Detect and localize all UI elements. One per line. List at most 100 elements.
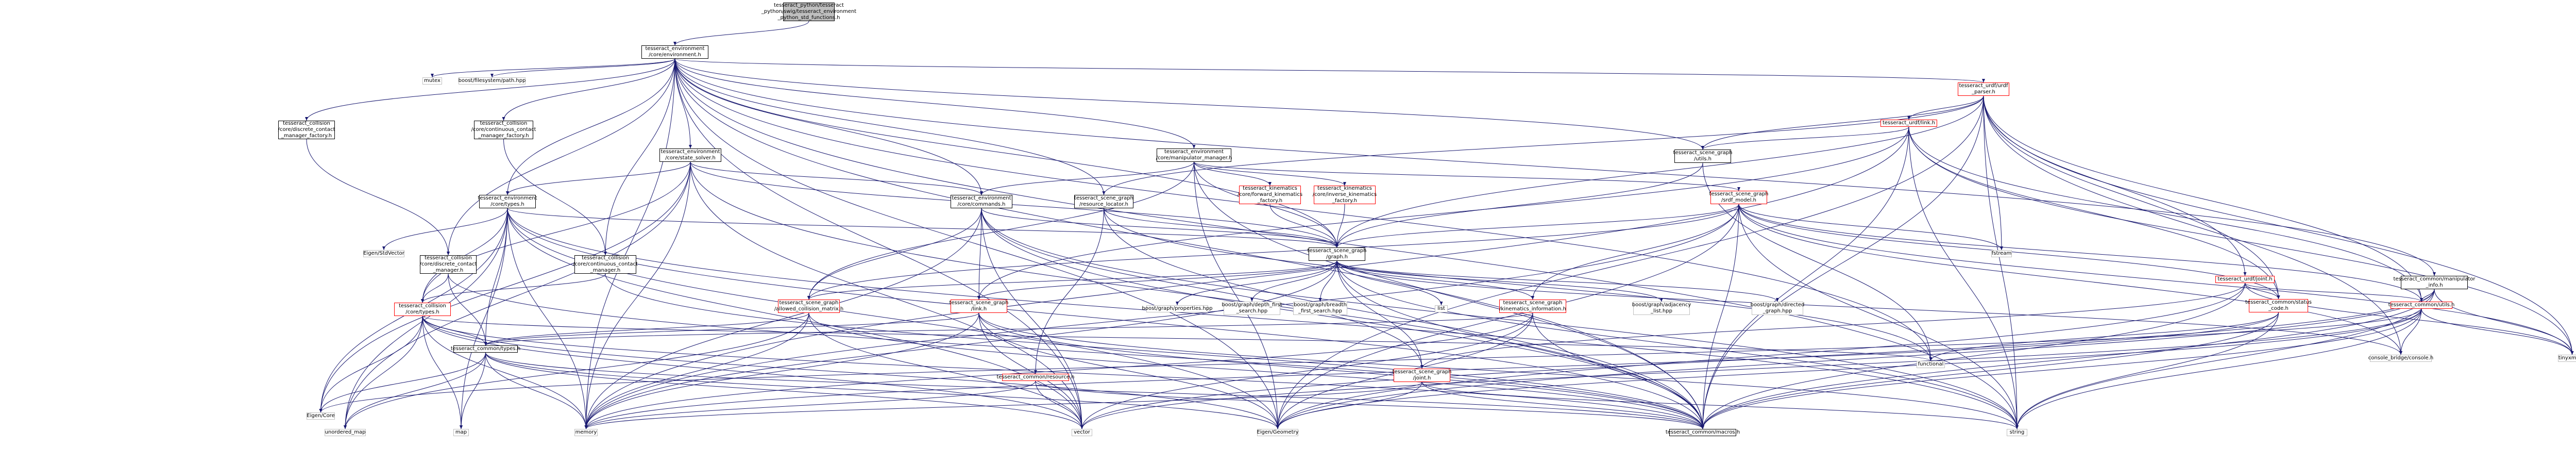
node-label-line: tesseract_environment xyxy=(952,195,1011,201)
edge-common_manip-to-eigen_geom xyxy=(1276,289,2435,429)
edge-disc_mgr-to-common_types xyxy=(448,273,487,346)
node-label-line: /core/environment.h xyxy=(649,52,701,58)
graph-node-adj_list: boost/graph/adjacency_list.hpp xyxy=(1632,302,1691,315)
edge-state_solver-to-env_commands xyxy=(690,161,983,195)
graph-node-sg_utils[interactable]: tesseract_scene_graph/utils.h xyxy=(1673,150,1732,163)
edge-common_types-to-eigen_core xyxy=(319,352,486,413)
node-label-line: _factory.h xyxy=(1332,198,1358,204)
edge-manip_mgr-to-inv_kin xyxy=(1194,161,1346,186)
edge-env-to-env_commands xyxy=(674,58,983,195)
node-label-line: _manager.h xyxy=(590,268,621,273)
graph-node-fwd_kin[interactable]: tesseract_kinematics/core/forward_kinema… xyxy=(1237,186,1303,204)
edge-sg_graph-to-bfs_search xyxy=(1318,260,1337,302)
graph-node-common_types[interactable]: tesseract_common/types.h xyxy=(451,345,520,353)
graph-node-common_manip[interactable]: tesseract_common/manipulator_info.h xyxy=(2394,276,2475,289)
edge-manip_mgr-to-fwd_kin xyxy=(1194,161,1272,186)
graph-node-manip_mgr[interactable]: tesseract_environment/core/manipulator_m… xyxy=(1156,148,1232,162)
graph-node-urdf_joint[interactable]: tesseract_urdf/joint.h xyxy=(2215,276,2275,283)
edge-inv_kin-to-sg_graph xyxy=(1335,204,1345,248)
graph-node-allowed_coll[interactable]: tesseract_scene_graph/allowed_collision_… xyxy=(774,300,843,313)
edge-sg_utils-to-sg_graph xyxy=(1335,162,1703,248)
edge-urdf_link-to-status xyxy=(1908,126,2280,300)
edge-sg_graph-to-memory xyxy=(584,260,1337,429)
edge-urdf_joint-to-macros xyxy=(1701,283,2245,429)
edge-urdf_link-to-tinyxml xyxy=(1908,126,2574,355)
graph-node-env[interactable]: tesseract_environment/core/environment.h xyxy=(641,45,708,59)
graph-node-resource[interactable]: tesseract_common/resource.h xyxy=(997,374,1075,381)
node-label-line: _manager.h xyxy=(433,268,464,273)
node-label-line: vector xyxy=(1074,429,1090,435)
edge-env-to-bfs xyxy=(490,58,675,78)
edge-srdf-to-console xyxy=(1738,204,2402,355)
node-label-line: console_bridge/console.h xyxy=(2368,355,2434,361)
edge-sg_graph-to-props xyxy=(1176,260,1337,306)
edge-coll_types-to-map xyxy=(422,316,463,429)
edge-env_types-to-unordered_map xyxy=(344,208,508,429)
edge-env_commands-to-vector xyxy=(981,208,1083,429)
edge-sg_graph-to-list xyxy=(1336,260,1443,306)
graph-node-status[interactable]: tesseract_common/status_code.h xyxy=(2245,299,2312,312)
edge-sg_link-to-string xyxy=(978,312,2019,429)
graph-node-urdf_parser[interactable]: tesseract_urdf/urdf_parser.h xyxy=(1958,82,2009,96)
edge-env_types-to-memory xyxy=(507,208,588,429)
edge-srdf-to-kin_info xyxy=(1531,204,1739,300)
edge-urdf_joint-to-common_utils xyxy=(2245,283,2423,302)
edge-common_utils-to-macros xyxy=(1701,308,2422,429)
edge-sg_link-to-vector xyxy=(978,312,1083,429)
graph-node-sg_link[interactable]: tesseract_scene_graph/link.h xyxy=(950,300,1008,313)
edge-env_commands-to-macros xyxy=(981,208,1704,429)
edge-env_types-to-eigen_geom xyxy=(507,208,1279,429)
graph-node-kin_info[interactable]: tesseract_scene_graph/kinematics_informa… xyxy=(1499,300,1566,313)
node-label-line: tesseract_environment xyxy=(660,149,720,155)
edge-sg_link-to-common_types xyxy=(484,312,979,346)
edge-root-to-env xyxy=(673,21,809,46)
graph-node-macros[interactable]: tesseract_common/macros.h xyxy=(1666,429,1740,436)
node-label-line: tesseract_urdf/urdf xyxy=(1959,83,2008,89)
graph-node-coll_types[interactable]: tesseract_collision/core/types.h xyxy=(394,303,451,316)
graph-node-env_commands[interactable]: tesseract_environment/core/commands.h xyxy=(951,195,1012,208)
edge-fwd_kin-to-sg_graph xyxy=(1269,204,1338,248)
graph-node-sg_graph[interactable]: tesseract_scene_graph/graph.h xyxy=(1308,247,1366,261)
graph-node-srdf[interactable]: tesseract_scene_graph/srdf_model.h xyxy=(1709,191,1769,204)
edge-status-to-string xyxy=(2015,312,2279,429)
edge-status-to-macros xyxy=(1701,312,2279,429)
graph-node-root[interactable]: tesseract_python/tesseract_python/swig/t… xyxy=(761,3,856,21)
node-label-line: tesseract_collision xyxy=(480,121,528,126)
edge-srdf-to-allowed_coll xyxy=(807,204,1739,300)
graph-node-env_types[interactable]: tesseract_environment/core/types.h xyxy=(478,195,537,208)
graph-node-bfs: boost/filesystem/path.hpp xyxy=(459,77,526,85)
edge-srdf-to-sg_graph xyxy=(1335,204,1739,248)
node-label-line: tesseract_common/status xyxy=(2245,300,2312,305)
graph-node-res_loc[interactable]: tesseract_scene_graph/resource_locator.h xyxy=(1074,195,1133,208)
edge-sg_graph-to-directed xyxy=(1336,260,1779,302)
node-label-line: /core/discrete_contact xyxy=(278,127,335,132)
edge-urdf_parser-to-status xyxy=(1983,95,2280,300)
edge-manip_mgr-to-eigen_geom xyxy=(1194,161,1279,429)
graph-node-urdf_link[interactable]: tesseract_urdf/link.h xyxy=(1880,120,1937,127)
graph-node-state_solver[interactable]: tesseract_environment/core/state_solver.… xyxy=(659,148,721,162)
graph-node-disc_fac[interactable]: tesseract_collision/core/discrete_contac… xyxy=(278,121,335,139)
graph-node-cont_fac[interactable]: tesseract_collision/core/continuous_cont… xyxy=(471,121,536,139)
edge-urdf_link-to-memory xyxy=(584,126,1909,429)
graph-node-dfs: boost/graph/depth_first_search.hpp xyxy=(1222,302,1282,315)
edge-env_types-to-vector xyxy=(507,208,1083,429)
edge-urdf_link-to-string xyxy=(1908,126,2019,429)
graph-node-cont_mgr[interactable]: tesseract_collision/core/continuous_cont… xyxy=(573,255,638,274)
node-label-line: /core/forward_kinematics xyxy=(1237,192,1303,197)
node-label-line: tesseract_scene_graph xyxy=(1709,191,1769,197)
edge-env_types-to-common_types xyxy=(484,208,508,346)
edge-env_types-to-map xyxy=(460,208,508,429)
edge-env-to-manip_mgr xyxy=(674,58,1196,149)
edge-urdf_joint-to-status xyxy=(2245,283,2280,300)
node-label-line: /srdf_model.h xyxy=(1721,197,1757,203)
edge-sg_joint-to-string xyxy=(1421,382,2019,429)
edge-env_types-to-sg_graph xyxy=(507,208,1338,248)
graph-node-sg_joint[interactable]: tesseract_scene_graph/joint.h xyxy=(1393,369,1451,382)
graph-node-inv_kin[interactable]: tesseract_kinematics/core/inverse_kinema… xyxy=(1313,186,1377,204)
edge-common_types-to-unordered_map xyxy=(344,352,486,429)
graph-node-common_utils[interactable]: tesseract_common/utils.h xyxy=(2388,302,2454,309)
graph-node-disc_mgr[interactable]: tesseract_collision/core/discrete_contac… xyxy=(420,255,477,274)
edge-resource-to-vector xyxy=(1035,380,1083,429)
edge-srdf-to-fstream xyxy=(1738,204,2003,251)
edge-allowed_coll-to-common_types xyxy=(484,312,809,346)
